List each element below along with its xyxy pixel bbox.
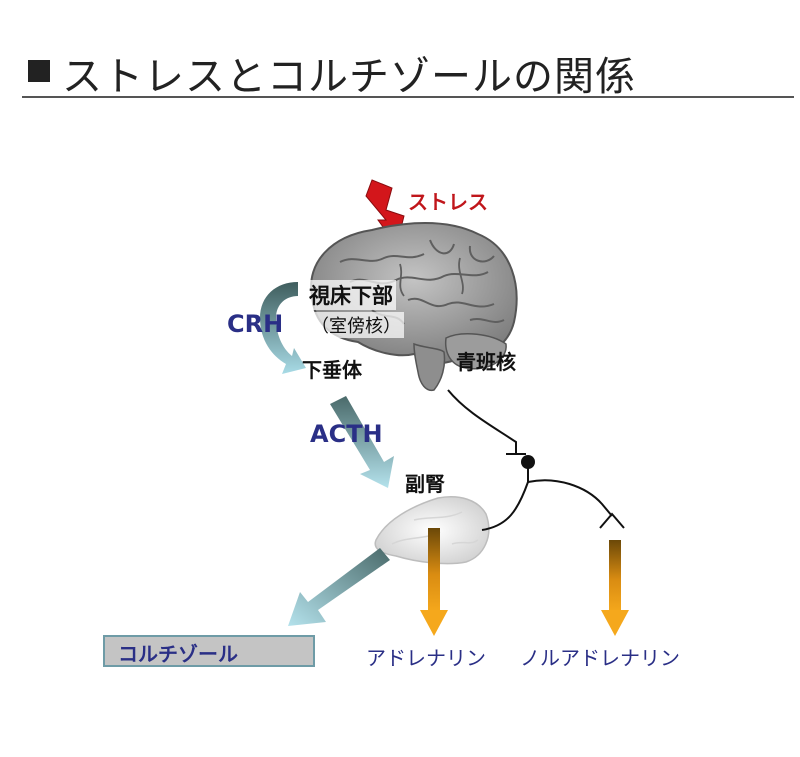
cortisol-box bbox=[103, 635, 315, 667]
acth-arrow bbox=[330, 396, 394, 488]
noradrenaline-label: ノルアドレナリン bbox=[520, 646, 680, 670]
stress-label: ストレス bbox=[408, 190, 488, 214]
page-title-text: ストレスとコルチゾールの関係 bbox=[62, 54, 636, 100]
cortisol-arrow bbox=[288, 548, 390, 626]
hypothalamus-label: 視床下部 bbox=[306, 280, 396, 310]
adrenal-label: 副腎 bbox=[405, 472, 445, 496]
page-title: ストレスとコルチゾールの関係 bbox=[22, 38, 794, 100]
nerve-pathway bbox=[447, 389, 625, 531]
crh-label: CRH bbox=[227, 310, 284, 338]
adrenaline-arrow bbox=[420, 528, 448, 636]
acth-label: ACTH bbox=[310, 420, 383, 448]
title-bullet-icon bbox=[28, 60, 50, 82]
noradrenaline-arrow bbox=[601, 540, 629, 636]
locus-coeruleus-label: 青班核 bbox=[456, 350, 516, 374]
synapse-dot bbox=[521, 455, 535, 469]
title-underline bbox=[22, 96, 794, 98]
pituitary-label: 下垂体 bbox=[302, 358, 362, 382]
cortisol-label: コルチゾール bbox=[118, 642, 238, 666]
crh-arrow bbox=[260, 282, 306, 374]
pvn-label: （室傍核） bbox=[308, 312, 404, 338]
adrenaline-label: アドレナリン bbox=[366, 646, 486, 670]
